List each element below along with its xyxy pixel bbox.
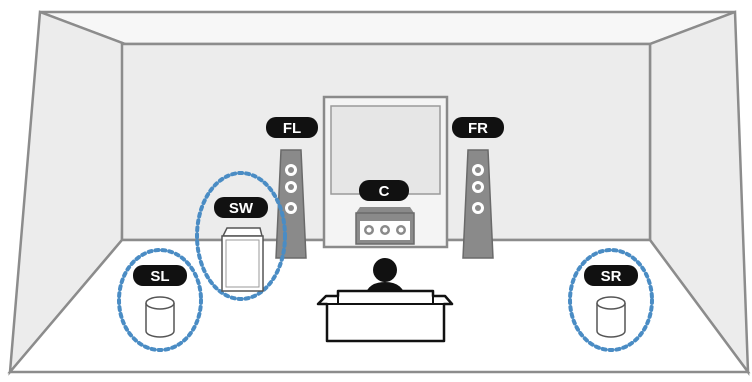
sofa bbox=[318, 291, 452, 341]
cylinder-speaker-icon bbox=[597, 297, 625, 337]
surround-left-speaker bbox=[146, 297, 174, 337]
tower-speaker-icon bbox=[463, 150, 493, 258]
sw-badge: SW bbox=[214, 197, 268, 218]
c-badge: C bbox=[359, 180, 409, 201]
surround-right-speaker bbox=[597, 297, 625, 337]
sl-badge: SL bbox=[133, 265, 187, 286]
cylinder-speaker-icon bbox=[146, 297, 174, 337]
subwoofer bbox=[222, 228, 263, 291]
tower-speaker-icon bbox=[276, 150, 306, 258]
center-speaker-icon bbox=[356, 207, 414, 244]
subwoofer-icon bbox=[222, 228, 263, 291]
sofa-icon bbox=[318, 291, 452, 341]
front-left-speaker bbox=[276, 150, 306, 258]
c-label: C bbox=[379, 183, 390, 200]
front-right-speaker bbox=[463, 150, 493, 258]
ceiling bbox=[40, 12, 735, 44]
sl-label: SL bbox=[150, 268, 169, 285]
sw-label: SW bbox=[229, 200, 254, 217]
fl-badge: FL bbox=[266, 117, 318, 138]
fr-label: FR bbox=[468, 120, 488, 137]
fl-label: FL bbox=[283, 120, 301, 137]
center-speaker bbox=[356, 207, 414, 244]
sr-badge: SR bbox=[584, 265, 638, 286]
sr-label: SR bbox=[601, 268, 622, 285]
fr-badge: FR bbox=[452, 117, 504, 138]
